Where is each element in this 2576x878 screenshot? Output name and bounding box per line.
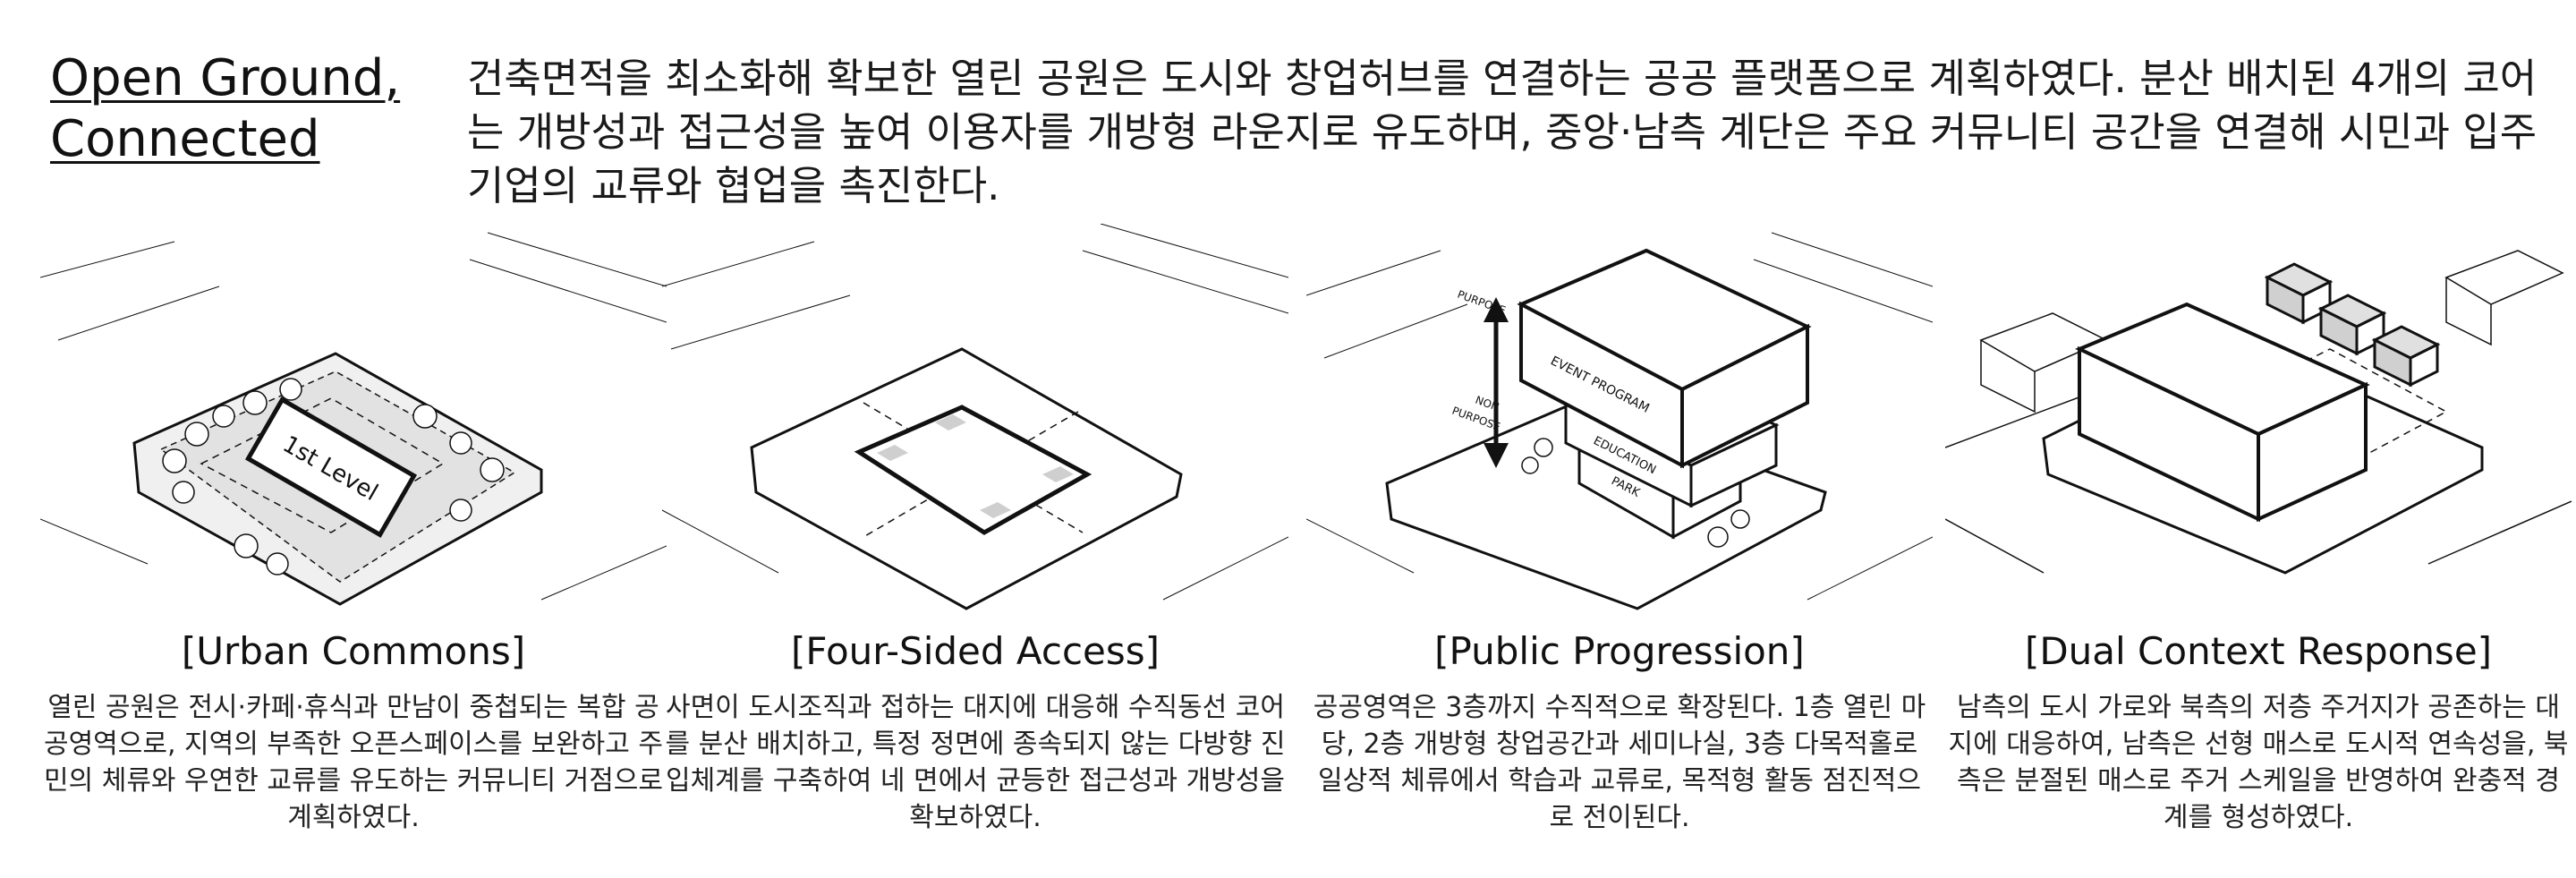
purpose-label: PURPOSE	[1456, 288, 1508, 317]
dual-context-diagram	[1945, 250, 2572, 575]
split-masses	[2264, 262, 2441, 388]
panel-body: 공공영역은 3층까지 수직적으로 확장된다. 1층 열린 마당, 2층 개방형 …	[1313, 692, 1926, 833]
inner-path	[200, 397, 445, 533]
public-progression-diagram: EVENT PROGRAM EDUCATION PARK PURPOSE NON…	[1306, 232, 1933, 610]
event-volume	[1517, 248, 1812, 469]
tree-group	[1521, 438, 1750, 548]
panel-heading: [Dual Context Response]	[2024, 629, 2493, 673]
four-sided-access-diagram	[662, 224, 1288, 610]
panel-urban-commons: 1st Level [Urban Commons] 열린 공원은 전시·카페·휴…	[40, 224, 667, 868]
context-buildings	[1945, 250, 2572, 574]
page-title: Open Ground, Connected	[50, 48, 400, 170]
panel-dual-context-response: [Dual Context Response] 남측의 도시 가로와 북측의 저…	[1945, 224, 2572, 868]
linear-mass	[2075, 302, 2370, 523]
title-line-2: Connected	[50, 110, 320, 168]
intro-paragraph: 건축면적을 최소화해 확보한 열린 공원은 도시와 창업허브를 연결하는 공공 …	[467, 55, 2538, 209]
panel-body: 남측의 도시 가로와 북측의 저층 주거지가 공존하는 대지에 대응하여, 남측…	[1948, 692, 2569, 833]
core-markers	[877, 414, 1074, 518]
context-lines	[662, 224, 1288, 601]
urban-commons-diagram: 1st Level	[40, 232, 667, 606]
context-lines	[1306, 232, 1933, 601]
panel-heading: [Public Progression]	[1434, 629, 1805, 673]
tree-group	[162, 378, 505, 575]
title-line-1: Open Ground,	[50, 49, 401, 107]
panel-heading: [Four-Sided Access]	[790, 629, 1160, 673]
core-footprint	[854, 405, 1092, 535]
context-lines	[40, 232, 667, 601]
panel-four-sided-access: [Four-Sided Access] 사면이 도시조직과 접하는 대지에 대응…	[662, 224, 1288, 868]
progression-arrow	[1484, 297, 1509, 468]
panel-body: 사면이 도시조직과 접하는 대지에 대응해 수직동선 코어를 분산 배치하고, …	[665, 692, 1286, 833]
panel-heading: [Urban Commons]	[181, 629, 526, 673]
panel-body: 열린 공원은 전시·카페·휴식과 만남이 중첩되는 복합 공공영역으로, 지역의…	[43, 692, 664, 833]
panel-public-progression: EVENT PROGRAM EDUCATION PARK PURPOSE NON…	[1306, 224, 1933, 868]
